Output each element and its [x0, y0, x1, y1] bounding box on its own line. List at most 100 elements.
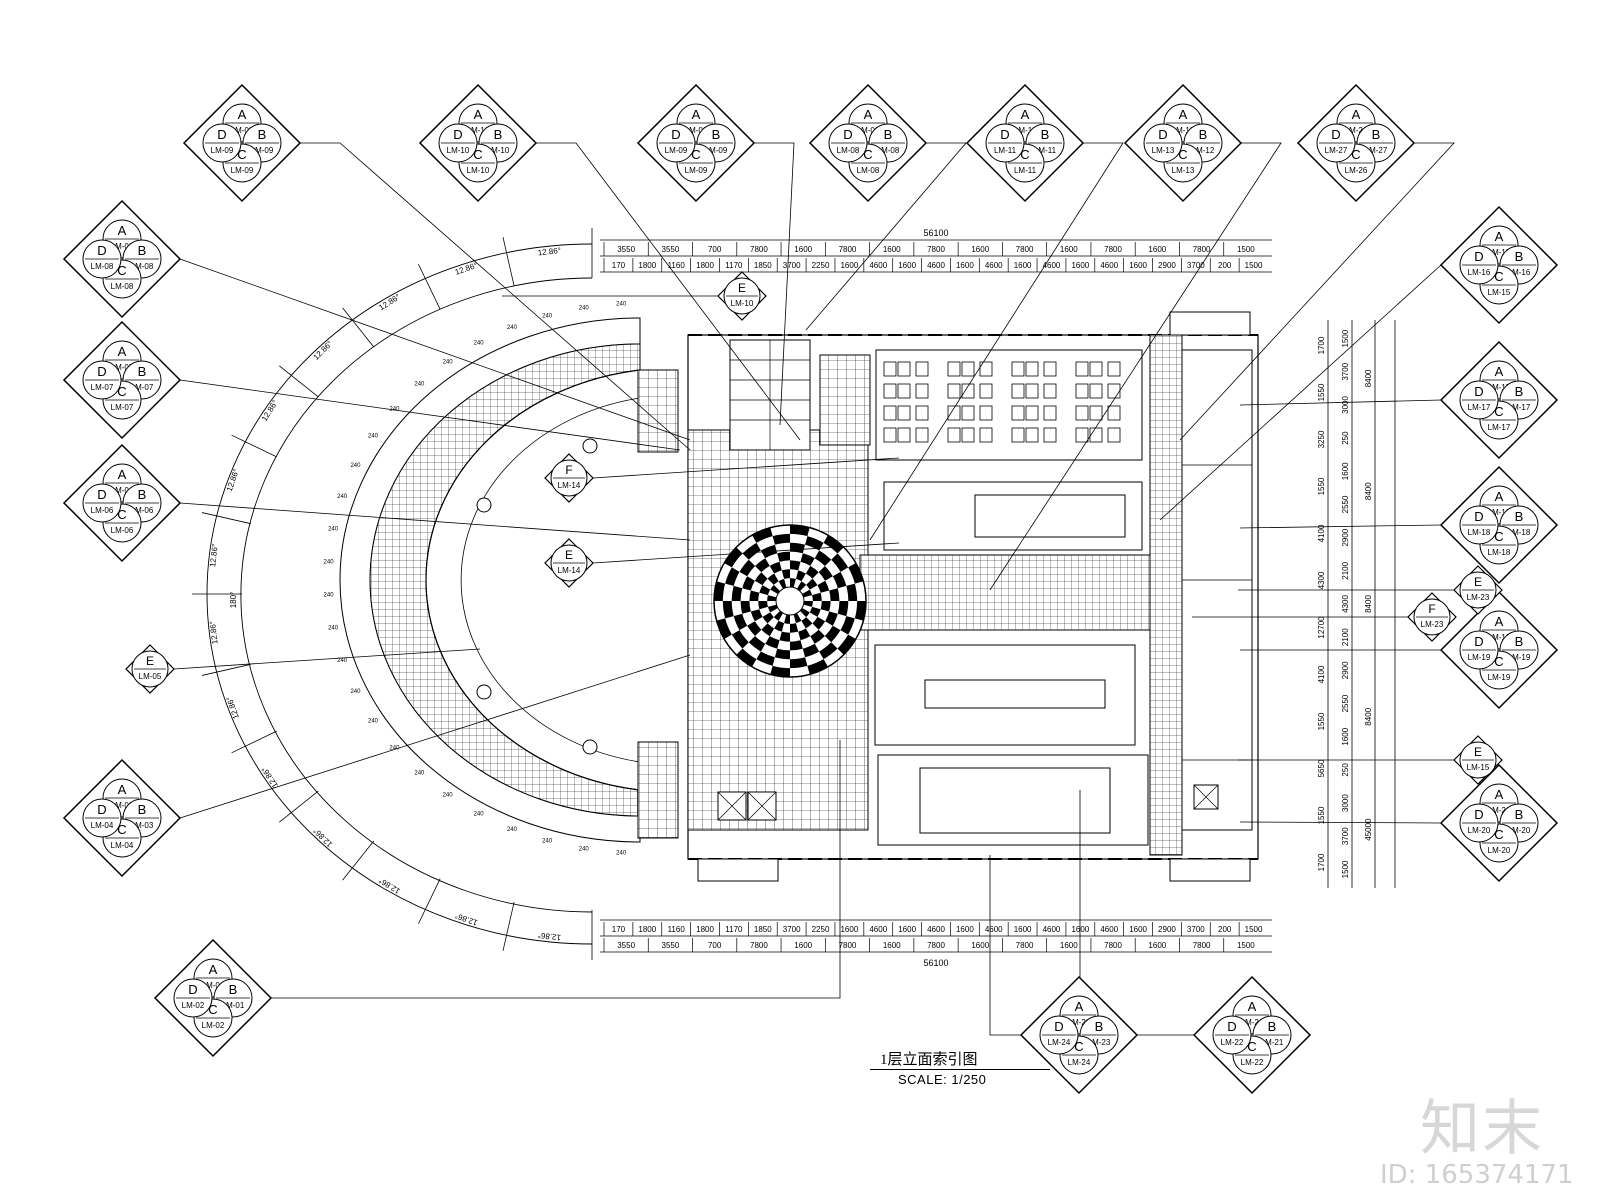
arc-segment-label: 240: [414, 770, 425, 776]
marker-letter: D: [1474, 634, 1483, 649]
marker-letter: A: [1352, 107, 1361, 122]
marker-diamond: [965, 83, 1085, 203]
rotunda-tile: [769, 561, 782, 574]
rotunda-tile: [740, 601, 751, 614]
dimension-label: 7800: [839, 941, 857, 950]
arc-tick: [342, 840, 375, 881]
marker-letter: E: [146, 654, 154, 668]
dimension-label: 4600: [1100, 261, 1118, 270]
arc-axis-label: 180°: [229, 592, 238, 609]
dimension-label: 1600: [1071, 925, 1089, 934]
marker-diamond: [1439, 465, 1559, 585]
dimension-label: 4600: [985, 261, 1003, 270]
marker-letter: B: [1199, 127, 1208, 142]
marker-ref: LM-26: [1345, 126, 1368, 135]
desk: [979, 405, 993, 421]
marker-ref: LM-11: [994, 146, 1017, 155]
arc-angle-label: 12.86°: [208, 621, 220, 645]
marker-ref: LM-11: [1014, 126, 1037, 135]
dimension-label: 1170: [725, 925, 743, 934]
arc-segment-label: 240: [414, 382, 425, 388]
rotunda-tile: [722, 601, 734, 619]
dimension-overall-bottom: 56100: [923, 958, 948, 968]
desk: [979, 383, 993, 399]
marker-ref: LM-08: [131, 262, 154, 271]
dimension-label: 7800: [1104, 941, 1122, 950]
dimension-label: 2100: [1341, 561, 1350, 579]
dimension-label: 4300: [1341, 595, 1350, 613]
dimension-label: 3700: [1187, 261, 1205, 270]
desk: [947, 427, 961, 443]
marker-letter: B: [1515, 249, 1524, 264]
desk: [1043, 405, 1057, 421]
marker-ref: LM-04: [111, 841, 134, 850]
desk: [897, 405, 911, 421]
marker-ref: LM-09: [231, 126, 254, 135]
dimension-label: 3550: [617, 941, 635, 950]
leader-line: [179, 654, 691, 819]
marker-ref: LM-20: [1468, 826, 1491, 835]
rotunda-tile: [790, 623, 799, 633]
marker-ref: LM-23: [1421, 620, 1444, 629]
marker-ref: LM-13: [1172, 166, 1195, 175]
desk: [1075, 361, 1089, 377]
marker-ref: LM-10: [467, 166, 490, 175]
marker-ref: LM-21: [1261, 1038, 1284, 1047]
leader-line: [300, 142, 691, 451]
marker-letter: A: [1179, 107, 1188, 122]
rotunda-tile: [750, 609, 763, 622]
rotunda-tile: [809, 606, 821, 617]
rotunda-tile: [748, 635, 766, 652]
marker-diamond: [1019, 975, 1139, 1095]
marker-letter: D: [1331, 127, 1340, 142]
desk: [979, 427, 993, 443]
marker-ref: LM-17: [1508, 403, 1531, 412]
rotunda-tile: [756, 651, 775, 666]
desk: [883, 361, 897, 377]
marker-ref: LM-18: [1468, 528, 1491, 537]
leader-line: [592, 542, 900, 564]
arc-angle-label: 12.86°: [377, 292, 401, 312]
rotunda-tile: [797, 581, 807, 592]
rotunda-tile: [812, 616, 826, 630]
dimension-label: 1800: [638, 261, 656, 270]
dimension-label: 7800: [927, 941, 945, 950]
marker-ref: LM-07: [91, 383, 114, 392]
marker-ref: LM-10: [447, 146, 470, 155]
marker-letter: E: [738, 281, 746, 295]
dimension-label: 7800: [927, 245, 945, 254]
drawing-scale: SCALE: 1/250: [898, 1072, 987, 1087]
dimension-label: 1600: [883, 941, 901, 950]
rotunda-tile: [724, 547, 743, 568]
arc-tick: [502, 901, 515, 951]
marker-letter: D: [1227, 1019, 1236, 1034]
leader-line: [179, 379, 681, 451]
marker-letter: D: [97, 802, 106, 817]
rotunda-tile: [755, 558, 770, 573]
arc-segment-label: 240: [507, 827, 518, 833]
desk: [1075, 427, 1089, 443]
watermark-logo: 知末: [1420, 1094, 1544, 1164]
leader-line: [179, 502, 691, 541]
dimension-label: 170: [612, 925, 626, 934]
marker-diamond: [1439, 590, 1559, 710]
marker-letter: A: [1021, 107, 1030, 122]
marker-letter: D: [1474, 384, 1483, 399]
rotunda-tile: [837, 601, 849, 617]
desk: [1011, 405, 1025, 421]
arc-segment-label: 240: [616, 850, 627, 856]
dimension-label: 1550: [1317, 712, 1326, 730]
curved-wing: [339, 317, 679, 843]
rotunda-tile: [778, 578, 787, 589]
arc-segment-label: 240: [368, 434, 379, 440]
rotunda-tile: [758, 601, 768, 610]
rotunda-tile: [790, 525, 810, 537]
desk: [897, 383, 911, 399]
marker-ref: LM-19: [1508, 653, 1531, 662]
dimension-label: 4100: [1317, 665, 1326, 683]
dimension-label: 3550: [662, 245, 680, 254]
